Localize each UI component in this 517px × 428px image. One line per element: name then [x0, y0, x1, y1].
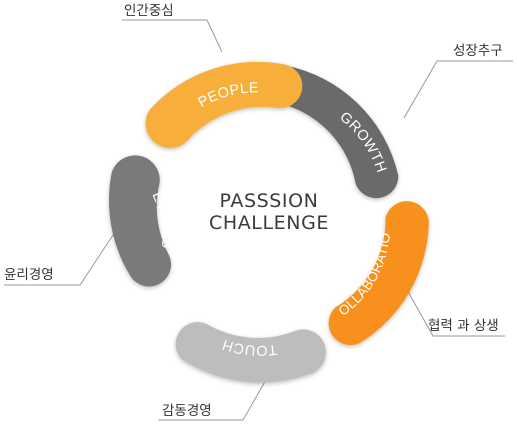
- leader-line-growth: [403, 60, 513, 119]
- segment-ethics[interactable]: [109, 155, 172, 287]
- korean-label-collaboration: 협력 과 상생: [428, 318, 499, 334]
- korean-label-touch: 감동경영: [162, 403, 212, 419]
- segment-label-collaboration: COLLABORATION: [0, 0, 393, 319]
- leader-line-people: [122, 19, 223, 53]
- segment-collaboration[interactable]: [328, 201, 429, 346]
- leader-line-touch: [158, 377, 268, 421]
- segment-growth[interactable]: [271, 65, 399, 199]
- leader-line-collaboration: [405, 287, 505, 337]
- korean-label-growth: 성장추구: [453, 43, 503, 59]
- segment-touch[interactable]: [175, 322, 326, 383]
- korean-label-ethics: 윤리경영: [4, 267, 54, 283]
- segment-people[interactable]: [145, 61, 303, 148]
- svg-text:COLLABORATION: COLLABORATION: [0, 0, 393, 319]
- leader-line-ethics: [4, 231, 116, 286]
- korean-label-people: 인간중심: [124, 3, 174, 19]
- center-title-line2: CHALLENGE: [209, 212, 329, 234]
- center-title-line1: PASSSION: [220, 190, 319, 212]
